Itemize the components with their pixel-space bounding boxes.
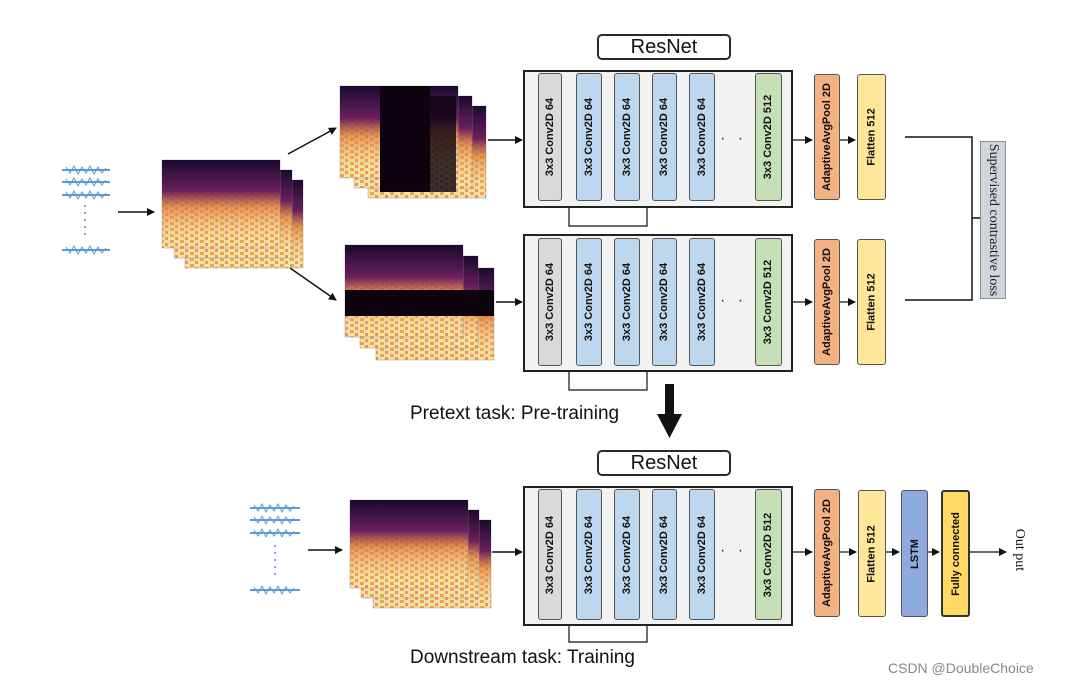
conv-layer-last: 3x3 Conv2D 512 [755,489,782,620]
conv-layer: 3x3 Conv2D 64 [576,238,602,366]
conv-layer: 3x3 Conv2D 64 [614,489,640,620]
ellipsis: · · · [720,542,765,559]
output-label: Out put [1012,528,1028,572]
conv-layer-last: 3x3 Conv2D 512 [755,73,782,201]
conv-layer-first: 3x3 Conv2D 64 [538,238,562,366]
pretraining-to-downstream-arrow [657,384,682,438]
waveform-input-bottom [250,502,300,596]
ellipsis: · · · [720,292,765,309]
lstm-layer: LSTM [901,490,928,617]
conv-layer: 3x3 Conv2D 64 [689,489,715,620]
conv-layer: 3x3 Conv2D 64 [576,73,602,201]
spectrogram-frequency-masked [344,244,495,361]
conv-layer-first: 3x3 Conv2D 64 [538,73,562,201]
spectrogram-original [161,159,304,269]
spectrogram-time-masked [339,85,487,199]
adaptive-avgpool-layer: AdaptiveAvgPool 2D [814,74,840,200]
watermark: CSDN @DoubleChoice [888,660,1034,676]
conv-layer: 3x3 Conv2D 64 [689,73,715,201]
ellipsis: · · · [720,130,765,147]
conv-layer-last: 3x3 Conv2D 512 [755,238,782,366]
conv-layer-first: 3x3 Conv2D 64 [538,489,562,620]
conv-layer: 3x3 Conv2D 64 [614,73,640,201]
pretext-caption: Pretext task: Pre-training [410,403,620,424]
conv-layer: 3x3 Conv2D 64 [689,238,715,366]
conv-layer: 3x3 Conv2D 64 [614,238,640,366]
supervised-contrastive-loss: Supervised contrastive loss [980,141,1006,299]
resnet-title-bottom: ResNet [597,450,731,476]
adaptive-avgpool-layer: AdaptiveAvgPool 2D [814,239,840,365]
fully-connected-layer: Fully connected [941,490,970,617]
loss-bracket [905,136,980,301]
conv-layer: 3x3 Conv2D 64 [652,73,677,201]
flatten-layer: Flatten 512 [858,490,886,617]
conv-layer: 3x3 Conv2D 64 [652,238,677,366]
spectrogram-downstream [349,499,492,609]
waveform-input-top [62,164,110,256]
flatten-layer: Flatten 512 [857,74,886,200]
adaptive-avgpool-layer: AdaptiveAvgPool 2D [814,489,840,617]
conv-layer: 3x3 Conv2D 64 [576,489,602,620]
resnet-title-top: ResNet [597,34,731,60]
flatten-layer: Flatten 512 [857,239,886,365]
conv-layer: 3x3 Conv2D 64 [652,489,677,620]
downstream-caption: Downstream task: Training [410,647,635,668]
